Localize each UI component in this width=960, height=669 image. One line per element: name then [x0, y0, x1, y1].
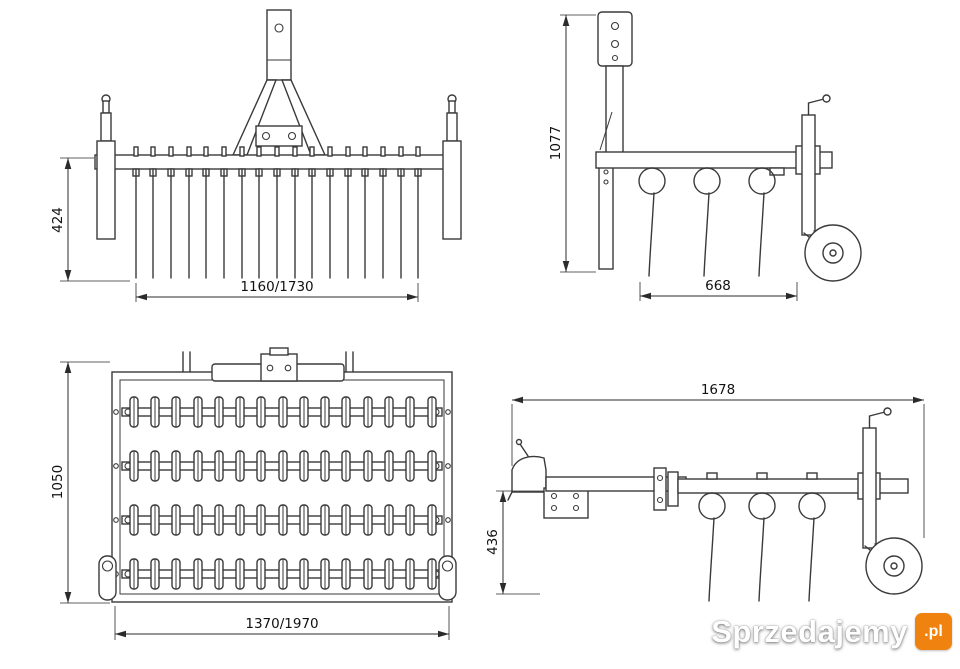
dim-label-436: 436: [485, 529, 501, 555]
spring-tines-side: [638, 167, 776, 277]
dimension-frame-depth: 668: [639, 278, 798, 301]
main-beam: [94, 154, 461, 170]
spring-tines-trailed: [698, 472, 826, 602]
side-view: 1077 668: [548, 11, 862, 301]
dim-label-1050: 1050: [50, 465, 66, 499]
frame-beam-side: [595, 151, 833, 169]
dimension-overall-height: 1077: [548, 14, 596, 273]
drawbar-joint: [653, 467, 679, 511]
dim-label-1077: 1077: [548, 126, 564, 160]
dimension-working-width: 1160/1730: [135, 279, 419, 302]
right-end-post: [442, 94, 462, 240]
corner-skids: [98, 555, 457, 601]
mast-side: [597, 11, 633, 156]
dimension-frame-length: 1050: [50, 361, 110, 604]
watermark-text: Sprzedajemy: [711, 613, 908, 649]
dim-label-1678: 1678: [701, 382, 735, 398]
watermark-badge: .pl: [915, 613, 952, 650]
watermark-tld: .pl: [924, 622, 943, 640]
jockey-wheel: [801, 94, 862, 282]
front-view: 424 1160/1730: [50, 9, 462, 302]
hitch-plate-top: [182, 347, 354, 382]
dimension-overall-width: 1370/1970: [114, 606, 450, 640]
frame-beam-trailed: [677, 478, 909, 494]
hitch-coupler: [507, 438, 589, 519]
trailed-view: 1678: [485, 382, 925, 602]
watermark: Sprzedajemy .pl: [711, 613, 952, 650]
dimension-overall-length: 1678: [511, 382, 925, 538]
dim-label-668: 668: [705, 278, 731, 294]
left-end-post: [96, 94, 116, 240]
three-point-mast: [231, 9, 327, 156]
dim-label-1160-1730: 1160/1730: [240, 279, 313, 295]
dimension-hitch-height: 436: [485, 490, 544, 595]
dimension-tine-height: 424: [50, 157, 130, 282]
dim-label-1370-1970: 1370/1970: [245, 616, 318, 632]
plan-view: 1050 1370/1970: [50, 347, 457, 640]
jockey-wheel-trailed: [862, 407, 923, 595]
dim-label-424: 424: [50, 207, 66, 233]
